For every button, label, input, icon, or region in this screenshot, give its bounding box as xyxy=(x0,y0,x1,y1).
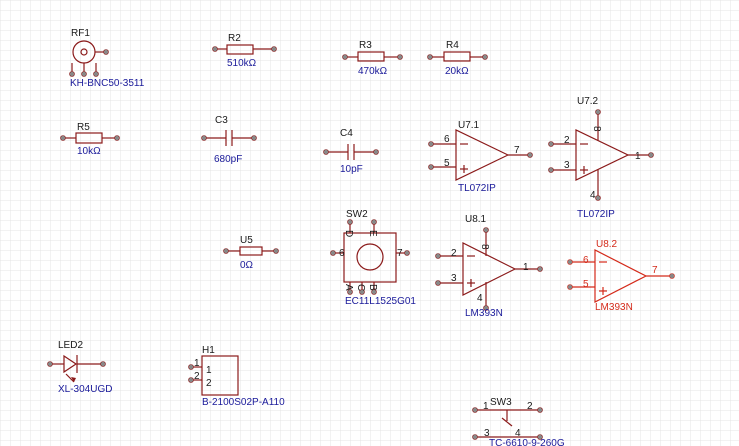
sw2-pin-d: D xyxy=(343,230,354,237)
u8-2-pin-7: 7 xyxy=(652,265,658,276)
component-u5[interactable]: U5 0Ω xyxy=(223,235,279,271)
u7-2-pin-1: 1 xyxy=(635,151,641,162)
r3-value: 470kΩ xyxy=(358,66,388,77)
u7-1-designator: U7.1 xyxy=(458,120,480,131)
u7-2-designator: U7.2 xyxy=(577,96,599,107)
r5-value: 10kΩ xyxy=(77,146,101,157)
r5-designator: R5 xyxy=(77,122,90,133)
h1-pin-1-outer: 1 xyxy=(194,358,200,369)
u7-2-pin-2: 2 xyxy=(564,135,570,146)
sw2-pin-a: A xyxy=(343,284,354,291)
sw2-pin-b: B xyxy=(367,284,378,291)
sw3-designator: SW3 xyxy=(490,397,512,408)
sw2-designator: SW2 xyxy=(346,209,368,220)
h1-designator: H1 xyxy=(202,345,215,356)
h1-value: B-2100S02P-A110 xyxy=(202,397,285,408)
sw2-pin-6: 6 xyxy=(339,248,345,259)
u7-2-value: TL072IP xyxy=(577,209,615,220)
c3-designator: C3 xyxy=(215,115,228,126)
component-led2[interactable]: LED2 XL-304UGD xyxy=(47,340,113,395)
sw3-pin-4: 4 xyxy=(515,428,521,439)
component-u8-2[interactable]: 6 5 7 U8.2 LM393N xyxy=(567,239,675,313)
u7-1-pin-7: 7 xyxy=(514,145,520,156)
r2-designator: R2 xyxy=(228,33,241,44)
sw3-value: TC-6610-9-260G xyxy=(489,438,565,446)
sw2-pin-c: C xyxy=(355,284,366,291)
led2-value: XL-304UGD xyxy=(58,384,112,395)
u8-1-pin-1: 1 xyxy=(523,262,529,273)
u7-1-pin-6: 6 xyxy=(444,134,450,145)
r3-designator: R3 xyxy=(359,40,372,51)
c4-value: 10pF xyxy=(340,164,363,175)
component-sw2[interactable]: 6 7 D E A C B SW2 EC11L1525G01 xyxy=(330,209,417,307)
r4-designator: R4 xyxy=(446,40,459,51)
h1-pin-2-outer: 2 xyxy=(194,371,200,382)
rf1-value: KH-BNC50-3511 xyxy=(70,78,145,89)
component-u7-2[interactable]: 2 3 1 8 4 U7.2 TL072IP xyxy=(548,96,654,220)
component-u8-1[interactable]: 2 3 1 8 4 U8.1 LM393N xyxy=(435,214,543,319)
u7-2-pin-3: 3 xyxy=(564,160,570,171)
u8-1-pin-3: 3 xyxy=(451,273,457,284)
sw2-pin-e: E xyxy=(367,230,378,237)
component-c4[interactable]: C4 10pF xyxy=(323,128,379,175)
u8-1-pin-4: 4 xyxy=(477,293,483,304)
component-h1[interactable]: 1 2 1 2 H1 B-2100S02P-A110 xyxy=(188,345,286,408)
u8-1-pin-2: 2 xyxy=(451,248,457,259)
component-rf1[interactable]: RF1 KH-BNC50-3511 xyxy=(69,28,145,89)
sw2-value: EC11L1525G01 xyxy=(345,296,416,307)
r2-value: 510kΩ xyxy=(227,58,257,69)
h1-pin-2-inner: 2 xyxy=(206,378,212,389)
component-u7-1[interactable]: 6 5 7 U7.1 TL072IP xyxy=(428,120,533,194)
u7-1-pin-5: 5 xyxy=(444,158,450,169)
component-c3[interactable]: C3 680pF xyxy=(201,115,257,165)
u8-2-pin-6: 6 xyxy=(583,255,589,266)
led2-designator: LED2 xyxy=(58,340,83,351)
sw3-pin-1: 1 xyxy=(483,401,489,412)
sw3-pin-3: 3 xyxy=(484,428,490,439)
u8-1-designator: U8.1 xyxy=(465,214,487,225)
u8-1-value: LM393N xyxy=(465,308,503,319)
u5-designator: U5 xyxy=(240,235,253,246)
component-r4[interactable]: R4 20kΩ xyxy=(427,40,488,77)
h1-pin-1-inner: 1 xyxy=(206,365,212,376)
c3-value: 680pF xyxy=(214,154,242,165)
u7-1-value: TL072IP xyxy=(458,183,496,194)
c4-designator: C4 xyxy=(340,128,353,139)
component-r5[interactable]: R5 10kΩ xyxy=(60,122,120,157)
sw3-pin-2: 2 xyxy=(527,401,533,412)
u7-2-pin-4: 4 xyxy=(590,190,596,201)
sw2-pin-7: 7 xyxy=(397,248,403,259)
component-r3[interactable]: R3 470kΩ xyxy=(342,40,403,77)
u5-value: 0Ω xyxy=(240,260,254,271)
u8-2-designator: U8.2 xyxy=(596,239,618,250)
u8-2-value: LM393N xyxy=(595,302,633,313)
u8-2-pin-5: 5 xyxy=(583,279,589,290)
component-r2[interactable]: R2 510kΩ xyxy=(212,33,277,69)
rf1-designator: RF1 xyxy=(71,28,90,39)
component-sw3[interactable]: 1 2 3 4 SW3 TC-6610-9-260G xyxy=(472,397,565,446)
r4-value: 20kΩ xyxy=(445,66,469,77)
u7-2-pin-8: 8 xyxy=(591,126,602,132)
u8-1-pin-8: 8 xyxy=(479,244,490,250)
